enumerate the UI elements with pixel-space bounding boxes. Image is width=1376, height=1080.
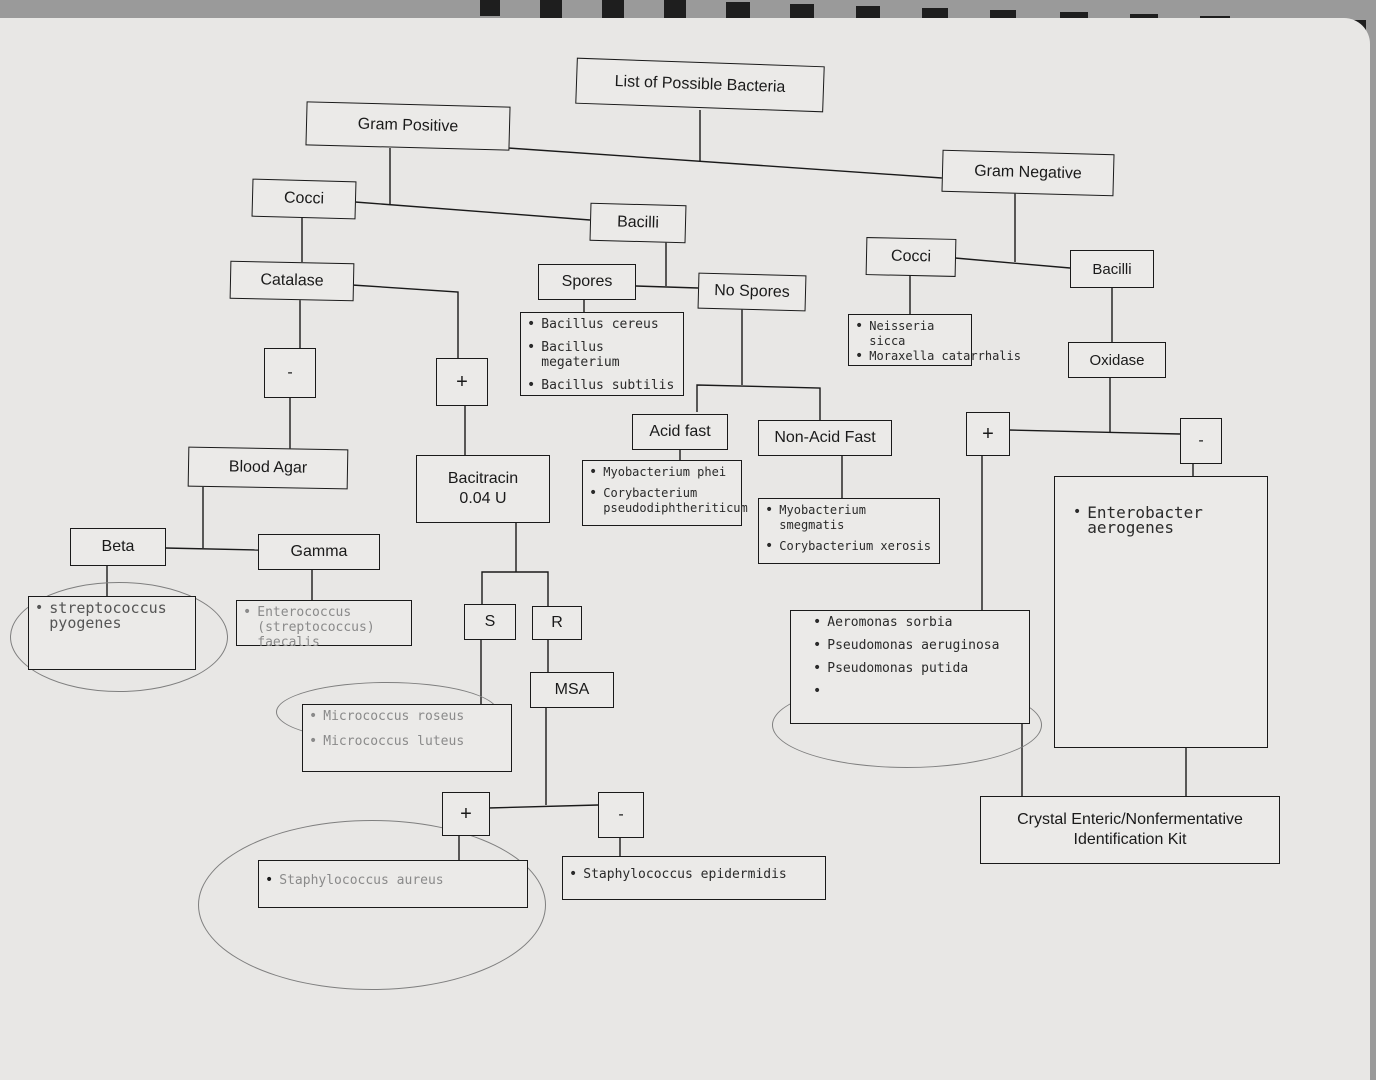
list-item: •Moraxella catarrhalis (855, 348, 1021, 364)
list-item: •Myobacterium smegmatis (765, 502, 866, 533)
list-item: •Corybacterium xerosis (765, 538, 931, 554)
r-node: R (532, 606, 582, 640)
list-item: •Neisseria sicca (855, 318, 935, 349)
list-item: • (813, 683, 822, 699)
catalase-node: Catalase (229, 260, 355, 302)
oxidase-positive-list: •Aeromonas sorbia •Pseudomonas aeruginos… (790, 610, 1030, 724)
gamma-node: Gamma (258, 534, 380, 570)
bacitracin-node: Bacitracin 0.04 U (416, 455, 550, 523)
list-item: •Bacillus megaterium (527, 339, 620, 371)
acid-fast-node: Acid fast (632, 414, 728, 450)
gamma-list: •Enterococcus (streptococcus) faecalis (236, 600, 412, 650)
list-item: •Bacillus subtilis (527, 377, 675, 394)
list-item: •Staphylococcus aureus (265, 872, 444, 889)
gp-cocci-node: Cocci (251, 178, 357, 220)
pencil-circle-beta (10, 582, 228, 692)
crystal-kit-node: Crystal Enteric/Nonfermentative Identifi… (980, 796, 1280, 864)
acid-fast-list: •Myobacterium phei •Corybacterium pseudo… (582, 460, 748, 526)
list-item: •Pseudomonas aeruginosa (813, 637, 1000, 654)
list-item: •Micrococcus roseus (309, 708, 465, 725)
s-node: S (464, 604, 516, 640)
gp-bacilli-node: Bacilli (589, 202, 687, 244)
pencil-circle-staph-aureus (198, 820, 546, 990)
oxidase-positive-node: + (966, 412, 1010, 456)
non-acid-fast-list: •Myobacterium smegmatis •Corybacterium x… (758, 498, 940, 564)
list-item: •Bacillus cereus (527, 316, 659, 333)
gram-positive-node: Gram Positive (305, 101, 511, 151)
msa-node: MSA (530, 672, 614, 708)
s-list: •Micrococcus roseus •Micrococcus luteus (302, 704, 512, 772)
msa-negative-node: - (598, 792, 644, 838)
msa-positive-node: + (442, 792, 490, 836)
catalase-negative-node: - (264, 348, 316, 398)
spores-list: •Bacillus cereus •Bacillus megaterium •B… (520, 312, 684, 396)
msa-negative-list: •Staphylococcus epidermidis (562, 856, 826, 900)
beta-list: •streptococcus pyogenes (28, 596, 196, 670)
oxidase-negative-node: - (1180, 418, 1222, 464)
blood-agar-node: Blood Agar (187, 446, 349, 490)
list-item: •Aeromonas sorbia (813, 614, 953, 631)
msa-positive-list: •Staphylococcus aureus (258, 860, 528, 908)
spores-node: Spores (538, 264, 636, 300)
list-item: •streptococcus pyogenes (35, 599, 167, 632)
gn-cocci-list: •Neisseria sicca •Moraxella catarrhalis (848, 314, 1021, 366)
gram-negative-node: Gram Negative (941, 149, 1115, 197)
list-item: •Corybacterium pseudodiphtheriticum (589, 485, 748, 516)
list-item: •Staphylococcus epidermidis (569, 866, 787, 883)
list-item: •Pseudomonas putida (813, 660, 969, 677)
catalase-positive-node: + (436, 358, 488, 406)
oxidase-negative-list: •Enterobacter aerogenes (1054, 476, 1268, 748)
root-node: List of Possible Bacteria (575, 57, 825, 113)
gn-cocci-node: Cocci (865, 237, 957, 277)
list-item: •Enterobacter aerogenes (1073, 503, 1203, 537)
list-item: •Myobacterium phei (589, 464, 727, 480)
beta-node: Beta (70, 528, 166, 566)
list-item: •Enterococcus (streptococcus) faecalis (243, 604, 375, 651)
non-acid-fast-node: Non-Acid Fast (758, 420, 892, 456)
no-spores-node: No Spores (697, 272, 807, 312)
list-item: •Micrococcus luteus (309, 733, 465, 750)
oxidase-node: Oxidase (1068, 342, 1166, 378)
gn-bacilli-node: Bacilli (1070, 250, 1154, 288)
